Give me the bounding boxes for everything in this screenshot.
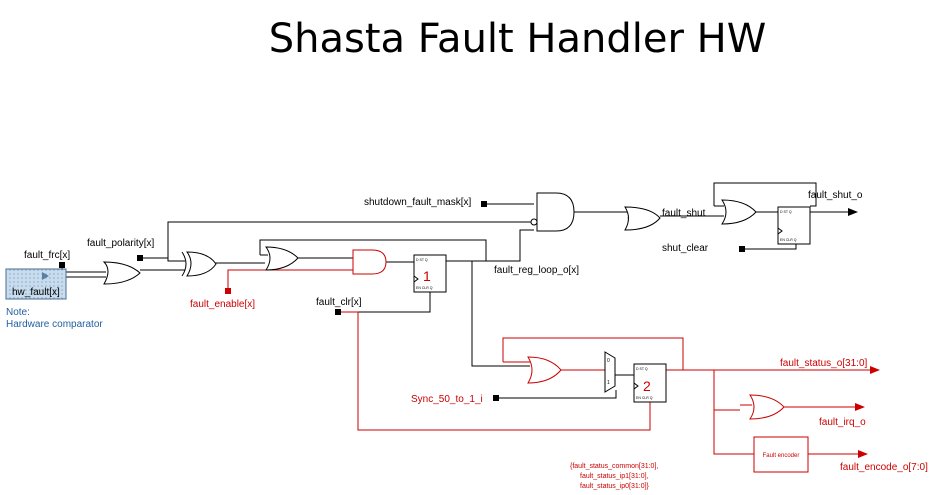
fault-reg-loop-label: fault_reg_loop_o[x]: [494, 265, 579, 276]
red-wires: [227, 269, 870, 455]
fault-clr-label: fault_clr[x]: [316, 297, 362, 308]
register-2-number: 2: [643, 378, 651, 394]
note-title: Note:: [6, 307, 30, 318]
register-2: [633, 363, 667, 403]
or-gate-irq: [749, 394, 785, 420]
svg-text:⋮: ⋮: [752, 407, 756, 411]
svg-text:D ST Q: D ST Q: [416, 258, 428, 262]
fault-encode-o-label: fault_encode_o[7:0]: [840, 462, 928, 473]
shut-clear-label: shut_clear: [662, 243, 709, 254]
terminals: [59, 201, 745, 401]
svg-text:EN CLR Q: EN CLR Q: [780, 238, 797, 242]
fault-frc-label: fault_frc[x]: [24, 250, 70, 261]
xor-gate: [186, 251, 217, 277]
svg-text:D ST Q: D ST Q: [636, 367, 648, 371]
or-gate-status: [527, 356, 562, 384]
mux-input-1: 1: [607, 380, 610, 386]
mux-input-0: 0: [607, 358, 610, 364]
hw-fault-label: hw_fault[x]: [12, 287, 60, 298]
arrow-heads: [848, 208, 880, 458]
note-text: Hardware comparator: [6, 319, 103, 330]
or-gate-shut: [721, 199, 757, 225]
shutdown-fault-mask-label: shutdown_fault_mask[x]: [364, 197, 472, 208]
and-gate-enable: [352, 249, 387, 275]
fault-shut-o-label: fault_shut_o: [808, 190, 863, 201]
sync-label: Sync_50_to_1_i: [411, 394, 483, 405]
inverter-bubble: [530, 218, 538, 226]
fault-shut-label: fault_shut: [662, 208, 706, 219]
register-1: [413, 254, 447, 293]
and-gate-shutdown: [536, 192, 575, 232]
fault-polarity-label: fault_polarity[x]: [87, 238, 154, 249]
fault-enable-label: fault_enable[x]: [190, 299, 255, 310]
concat-line-1: {fault_status_common[31:0],: [570, 463, 658, 470]
concat-line-2: fault_status_ip1[31:0],: [580, 473, 649, 480]
fault-encoder-block: [753, 436, 809, 473]
or-gate-input: [102, 261, 141, 285]
register-shut: [777, 206, 811, 245]
concat-line-3: fault_status_ip0[31:0]}: [580, 483, 650, 490]
or-gate-fault-shut: [624, 206, 661, 231]
or-gate-feedback: [265, 246, 299, 271]
play-icon: [42, 272, 49, 280]
svg-text:D ST Q: D ST Q: [780, 210, 792, 214]
register-1-number: 1: [423, 268, 431, 284]
fault-irq-o-label: fault_irq_o: [819, 417, 866, 428]
hw-fault-block: [5, 268, 67, 300]
fault-status-o-label: fault_status_o[31:0]: [780, 358, 868, 369]
svg-text:⋮: ⋮: [626, 217, 630, 221]
diagram-title: Shasta Fault Handler HW: [268, 16, 767, 62]
fault-encoder-label: Fault encoder: [763, 453, 800, 459]
svg-text:EN CLR Q: EN CLR Q: [636, 396, 653, 400]
svg-text:EN CLR Q: EN CLR Q: [416, 286, 433, 290]
multiplexer: [604, 351, 616, 393]
